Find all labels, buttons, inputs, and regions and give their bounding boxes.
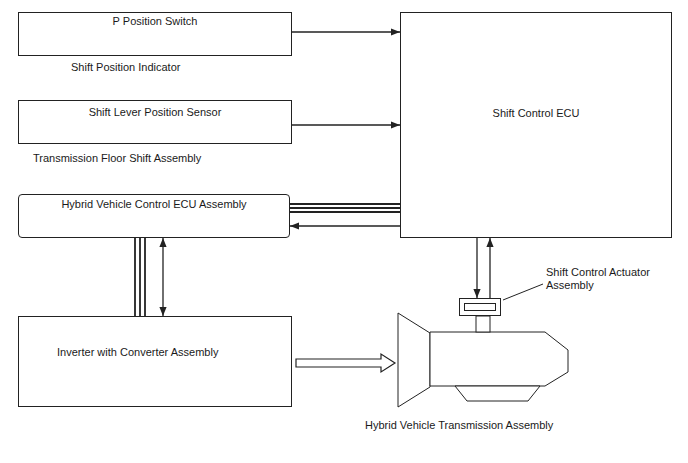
power-flow-arrow xyxy=(296,354,395,372)
node-box: Inverter with Converter Assembly xyxy=(18,316,292,407)
node-box: Hybrid Vehicle Transmission Assembly xyxy=(398,313,568,407)
bus-connector xyxy=(135,238,145,316)
box-label: Shift Lever Position Sensor xyxy=(19,101,291,118)
box-label: P Position Switch xyxy=(19,13,291,27)
actuator-inner xyxy=(464,303,496,311)
part-label: Hybrid Vehicle Transmission Assembly xyxy=(365,419,553,431)
arrow-connector xyxy=(162,238,163,316)
box-label: Inverter with Converter Assembly xyxy=(19,317,291,358)
node-box: Shift Lever Position SensorTransmission … xyxy=(18,100,292,144)
arrow-connector xyxy=(476,238,477,298)
part-caption: Shift Position Indicator xyxy=(71,61,180,73)
bus-connector xyxy=(290,204,400,212)
arrow-connector xyxy=(489,238,490,298)
arrow-connector xyxy=(292,124,400,125)
box-label: Hybrid Vehicle Control ECU Assembly xyxy=(19,195,289,210)
part-label: Shift Control Actuator Assembly xyxy=(546,266,664,292)
part-caption: Transmission Floor Shift Assembly xyxy=(33,152,201,164)
arrow-connector xyxy=(290,225,400,226)
actuator-stem xyxy=(476,316,490,332)
transmission-pan xyxy=(455,386,540,401)
box-label: Shift Control ECU xyxy=(401,13,671,119)
leader-line xyxy=(503,284,543,300)
arrow-connector xyxy=(292,31,400,32)
transmission-bell xyxy=(398,313,430,407)
node-box: Hybrid Vehicle Control ECU Assembly xyxy=(18,194,290,238)
transmission-case xyxy=(430,332,568,386)
node-box: P Position SwitchShift Position Indicato… xyxy=(18,12,292,56)
node-box: Shift Control ECU xyxy=(400,12,672,238)
node-box: Shift Control Actuator Assembly xyxy=(459,298,501,316)
